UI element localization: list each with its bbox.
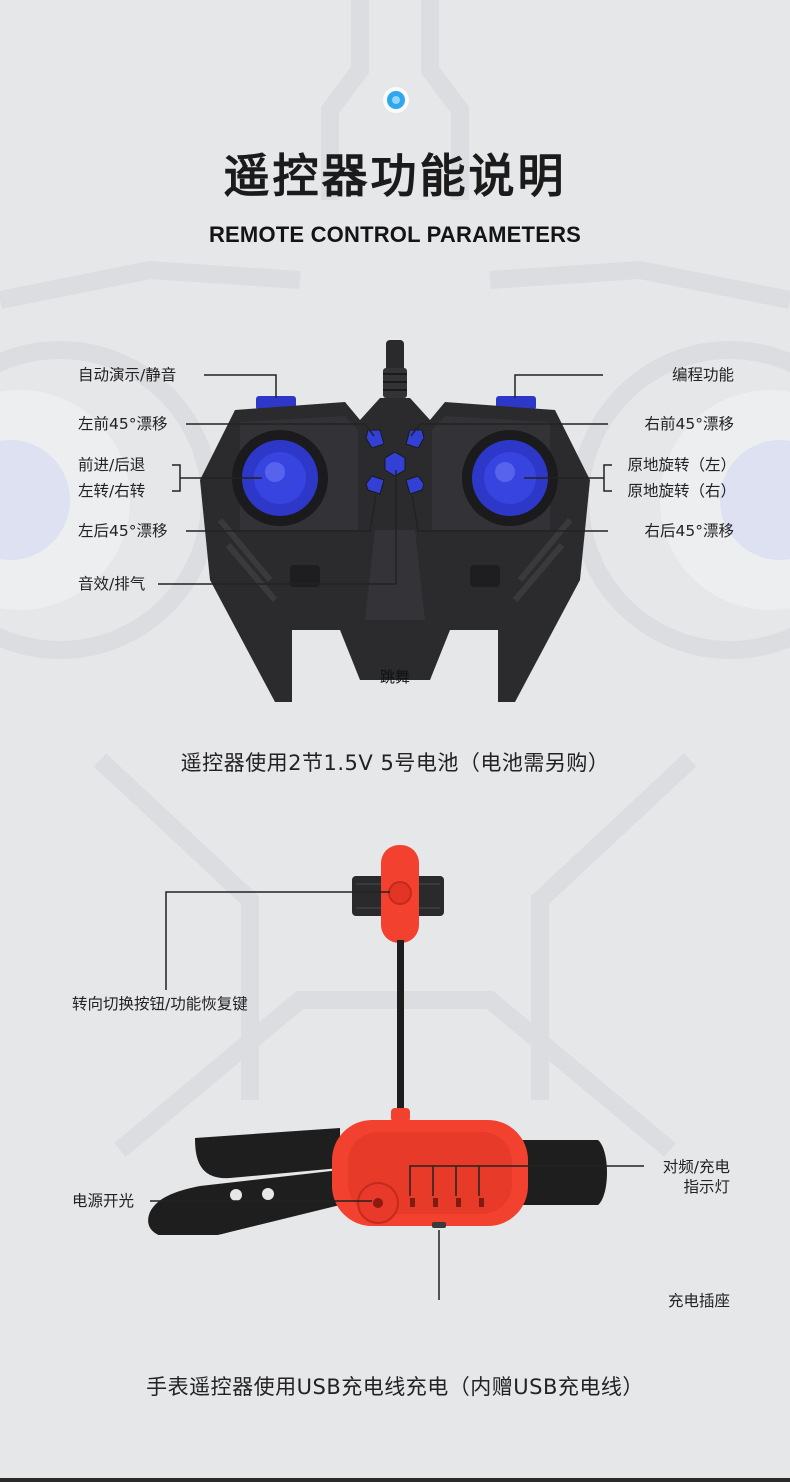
indicator-slot-3: [456, 1198, 461, 1207]
watch-leader-lines: [150, 891, 644, 1300]
page-subtitle: REMOTE CONTROL PARAMETERS: [208, 222, 582, 247]
label-charge-port: 充电插座: [667, 1292, 730, 1310]
front-right-drift-button: [405, 429, 425, 449]
rear-right-drift-button: [405, 475, 425, 495]
label-sound-exhaust: 音效/排气: [78, 575, 146, 593]
indicator-slot-2: [433, 1198, 438, 1207]
label-indicator-line2: 指示灯: [683, 1178, 730, 1196]
watch-strap-top: [195, 1128, 340, 1179]
label-spin-left: 原地旋转（左）: [627, 456, 736, 474]
bottom-divider: [0, 1478, 790, 1482]
label-front-right-drift: 右前45°漂移: [644, 415, 734, 433]
label-indicator-line1: 对频/充电: [662, 1158, 730, 1176]
label-switch-button: 转向切换按钮/功能恢复键: [72, 995, 248, 1013]
label-rear-left-drift: 左后45°漂移: [78, 522, 168, 540]
label-turn: 左转/右转: [78, 482, 146, 500]
page-title: 遥控器功能说明: [223, 149, 567, 203]
label-forward-back: 前进/后退: [78, 456, 146, 474]
cable: [397, 940, 404, 1110]
indicator-slot-1: [410, 1198, 415, 1207]
label-program: 编程功能: [671, 366, 734, 384]
watch-charging-caption: 手表遥控器使用USB充电线充电（内赠USB充电线）: [146, 1375, 644, 1399]
charge-port: [432, 1222, 446, 1228]
sound-button: [384, 451, 406, 477]
indicator-slot-4: [479, 1198, 484, 1207]
rear-left-drift-button: [365, 475, 385, 495]
label-spin-right: 原地旋转（右）: [627, 482, 736, 500]
remote-brand-mark: 跳舞: [380, 668, 410, 686]
label-front-left-drift: 左前45°漂移: [78, 415, 168, 433]
top-indicator-led-icon: [383, 87, 409, 113]
front-left-drift-button: [365, 429, 385, 449]
remote-battery-caption: 遥控器使用2节1.5V 5号电池（电池需另购）: [180, 751, 610, 775]
label-auto-demo: 自动演示/静音: [78, 366, 177, 384]
remote-controller-illustration: 跳舞: [200, 340, 590, 702]
switch-button: [388, 881, 412, 905]
label-power-switch: 电源开光: [72, 1192, 135, 1210]
remote-leader-lines: [158, 374, 612, 585]
label-rear-right-drift: 右后45°漂移: [644, 522, 734, 540]
watch-strap-bottom: [148, 1170, 340, 1235]
watch-remote-illustration: [148, 845, 607, 1235]
